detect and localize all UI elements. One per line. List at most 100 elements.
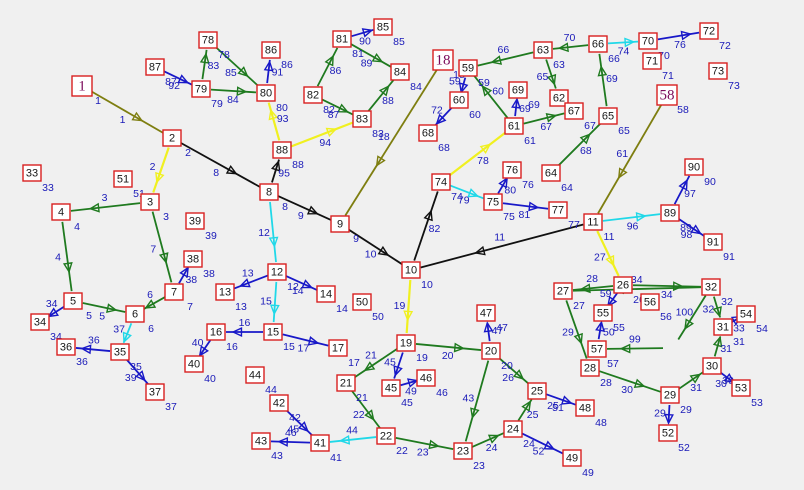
graph-node[interactable]: 69 bbox=[508, 81, 528, 99]
graph-node[interactable]: 52 bbox=[658, 424, 678, 442]
graph-node[interactable]: 58 bbox=[656, 84, 678, 106]
graph-node[interactable]: 78 bbox=[198, 31, 218, 49]
node-box[interactable] bbox=[259, 183, 279, 201]
node-box[interactable] bbox=[263, 323, 283, 341]
node-box[interactable] bbox=[113, 170, 133, 188]
node-box[interactable] bbox=[267, 263, 287, 281]
graph-node[interactable]: 85 bbox=[373, 18, 393, 36]
graph-node[interactable]: 74 bbox=[431, 173, 451, 191]
graph-node[interactable]: 45 bbox=[381, 379, 401, 397]
graph-node[interactable]: 71 bbox=[642, 52, 662, 70]
graph-node[interactable]: 8 bbox=[259, 183, 279, 201]
graph-node[interactable]: 7 bbox=[164, 283, 184, 301]
node-box[interactable] bbox=[56, 338, 76, 356]
graph-node[interactable]: 60 bbox=[449, 91, 469, 109]
node-box[interactable] bbox=[593, 304, 613, 322]
node-box[interactable] bbox=[684, 158, 704, 176]
node-box[interactable] bbox=[183, 250, 203, 268]
graph-node[interactable]: 22 bbox=[376, 427, 396, 445]
node-box[interactable] bbox=[703, 233, 723, 251]
graph-node[interactable]: 32 bbox=[701, 278, 721, 296]
graph-node[interactable]: 79 bbox=[191, 80, 211, 98]
node-box[interactable] bbox=[587, 340, 607, 358]
node-box[interactable] bbox=[352, 293, 372, 311]
node-box[interactable] bbox=[316, 285, 336, 303]
node-box[interactable] bbox=[660, 386, 680, 404]
graph-node[interactable]: 76 bbox=[502, 161, 522, 179]
graph-node[interactable]: 44 bbox=[245, 366, 265, 384]
graph-node[interactable]: 13 bbox=[215, 283, 235, 301]
graph-node[interactable]: 1 bbox=[71, 75, 93, 97]
graph-node[interactable]: 9 bbox=[330, 215, 350, 233]
node-box[interactable] bbox=[352, 110, 372, 128]
graph-node[interactable]: 59 bbox=[458, 59, 478, 77]
node-box[interactable] bbox=[658, 424, 678, 442]
node-box[interactable] bbox=[701, 278, 721, 296]
graph-node[interactable]: 16 bbox=[206, 323, 226, 341]
node-box[interactable] bbox=[184, 355, 204, 373]
graph-node[interactable]: 62 bbox=[549, 89, 569, 107]
node-box[interactable] bbox=[713, 318, 733, 336]
node-box[interactable] bbox=[431, 173, 451, 191]
graph-node[interactable]: 68 bbox=[418, 124, 438, 142]
graph-node[interactable]: 53 bbox=[731, 379, 751, 397]
graph-node[interactable]: 49 bbox=[562, 449, 582, 467]
node-box[interactable] bbox=[731, 379, 751, 397]
graph-node[interactable]: 26 bbox=[613, 276, 633, 294]
graph-node[interactable]: 14 bbox=[316, 285, 336, 303]
node-box[interactable] bbox=[303, 86, 323, 104]
graph-node[interactable]: 5 bbox=[63, 292, 83, 310]
graph-node[interactable]: 38 bbox=[183, 250, 203, 268]
graph-node[interactable]: 88 bbox=[272, 141, 292, 159]
node-box[interactable] bbox=[549, 89, 569, 107]
graph-node[interactable]: 91 bbox=[703, 233, 723, 251]
graph-node[interactable]: 84 bbox=[390, 63, 410, 81]
node-box[interactable] bbox=[401, 261, 421, 279]
graph-node[interactable]: 65 bbox=[598, 107, 618, 125]
graph-node[interactable]: 31 bbox=[713, 318, 733, 336]
node-box[interactable] bbox=[332, 30, 352, 48]
graph-node[interactable]: 56 bbox=[640, 293, 660, 311]
graph-node[interactable]: 12 bbox=[267, 263, 287, 281]
graph-node[interactable]: 2 bbox=[162, 129, 182, 147]
node-box[interactable] bbox=[483, 193, 503, 211]
graph-node[interactable]: 63 bbox=[533, 41, 553, 59]
node-box[interactable] bbox=[527, 382, 547, 400]
node-box[interactable] bbox=[656, 84, 678, 106]
graph-node[interactable]: 51 bbox=[113, 170, 133, 188]
node-box[interactable] bbox=[458, 59, 478, 77]
node-box[interactable] bbox=[272, 141, 292, 159]
graph-node[interactable]: 3 bbox=[140, 193, 160, 211]
graph-node[interactable]: 43 bbox=[251, 432, 271, 450]
node-box[interactable] bbox=[140, 193, 160, 211]
node-box[interactable] bbox=[588, 35, 608, 53]
node-box[interactable] bbox=[63, 292, 83, 310]
node-box[interactable] bbox=[502, 161, 522, 179]
graph-node[interactable]: 87 bbox=[145, 58, 165, 76]
node-box[interactable] bbox=[541, 164, 561, 182]
graph-node[interactable]: 67 bbox=[564, 102, 584, 120]
graph-node[interactable]: 72 bbox=[699, 22, 719, 40]
graph-node[interactable]: 6 bbox=[125, 305, 145, 323]
graph-node[interactable]: 47 bbox=[476, 304, 496, 322]
node-box[interactable] bbox=[328, 339, 348, 357]
graph-node[interactable]: 29 bbox=[660, 386, 680, 404]
node-box[interactable] bbox=[580, 359, 600, 377]
graph-node[interactable]: 77 bbox=[548, 201, 568, 219]
node-box[interactable] bbox=[708, 62, 728, 80]
graph-node[interactable]: 42 bbox=[269, 394, 289, 412]
node-box[interactable] bbox=[548, 201, 568, 219]
node-box[interactable] bbox=[256, 84, 276, 102]
graph-node[interactable]: 73 bbox=[708, 62, 728, 80]
graph-node[interactable]: 75 bbox=[483, 193, 503, 211]
node-box[interactable] bbox=[373, 18, 393, 36]
graph-node[interactable]: 21 bbox=[336, 374, 356, 392]
graph-node[interactable]: 41 bbox=[310, 434, 330, 452]
node-box[interactable] bbox=[145, 58, 165, 76]
graph-node[interactable]: 37 bbox=[145, 383, 165, 401]
graph-node[interactable]: 82 bbox=[303, 86, 323, 104]
graph-node[interactable]: 27 bbox=[553, 282, 573, 300]
node-box[interactable] bbox=[598, 107, 618, 125]
node-box[interactable] bbox=[376, 427, 396, 445]
graph-node[interactable]: 55 bbox=[593, 304, 613, 322]
